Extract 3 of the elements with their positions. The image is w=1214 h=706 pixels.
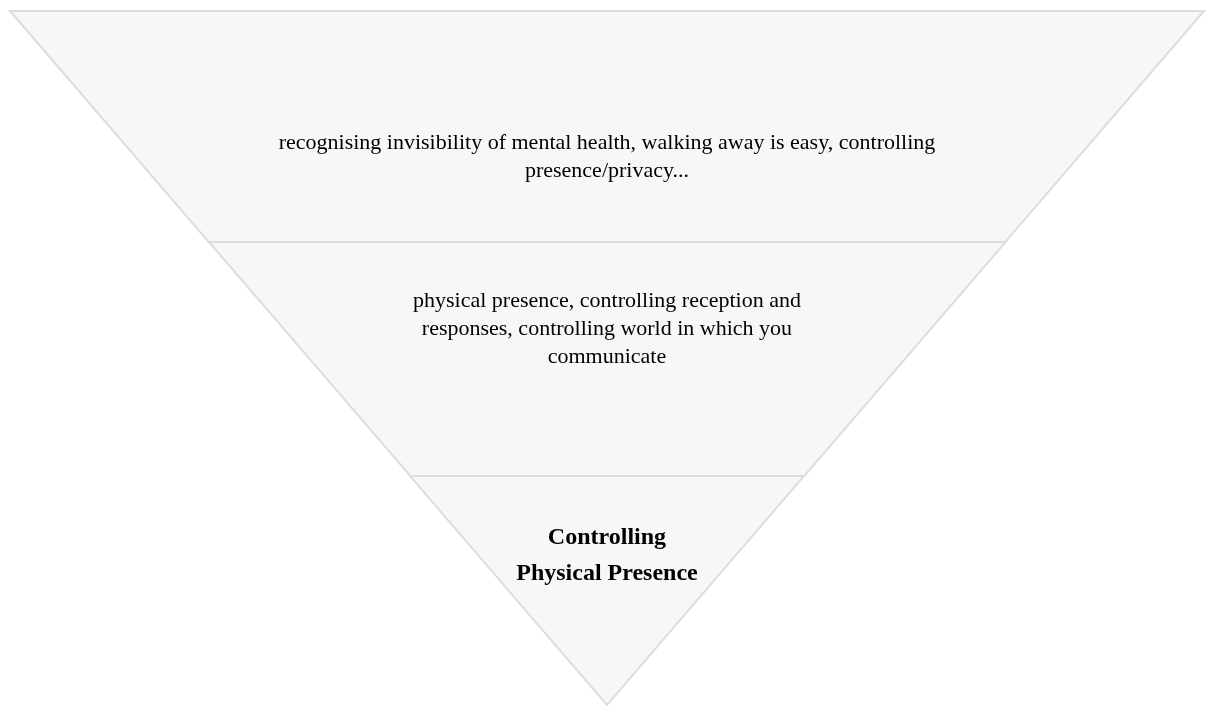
tier-text: Controlling Physical Presence bbox=[515, 522, 699, 587]
tier-text: recognising invisibility of mental health, walking away is easy, controlling presence/privacy... bbox=[277, 128, 937, 184]
tier-text: physical presence, controlling reception and responses, controlling world in which you communicate bbox=[412, 286, 802, 370]
